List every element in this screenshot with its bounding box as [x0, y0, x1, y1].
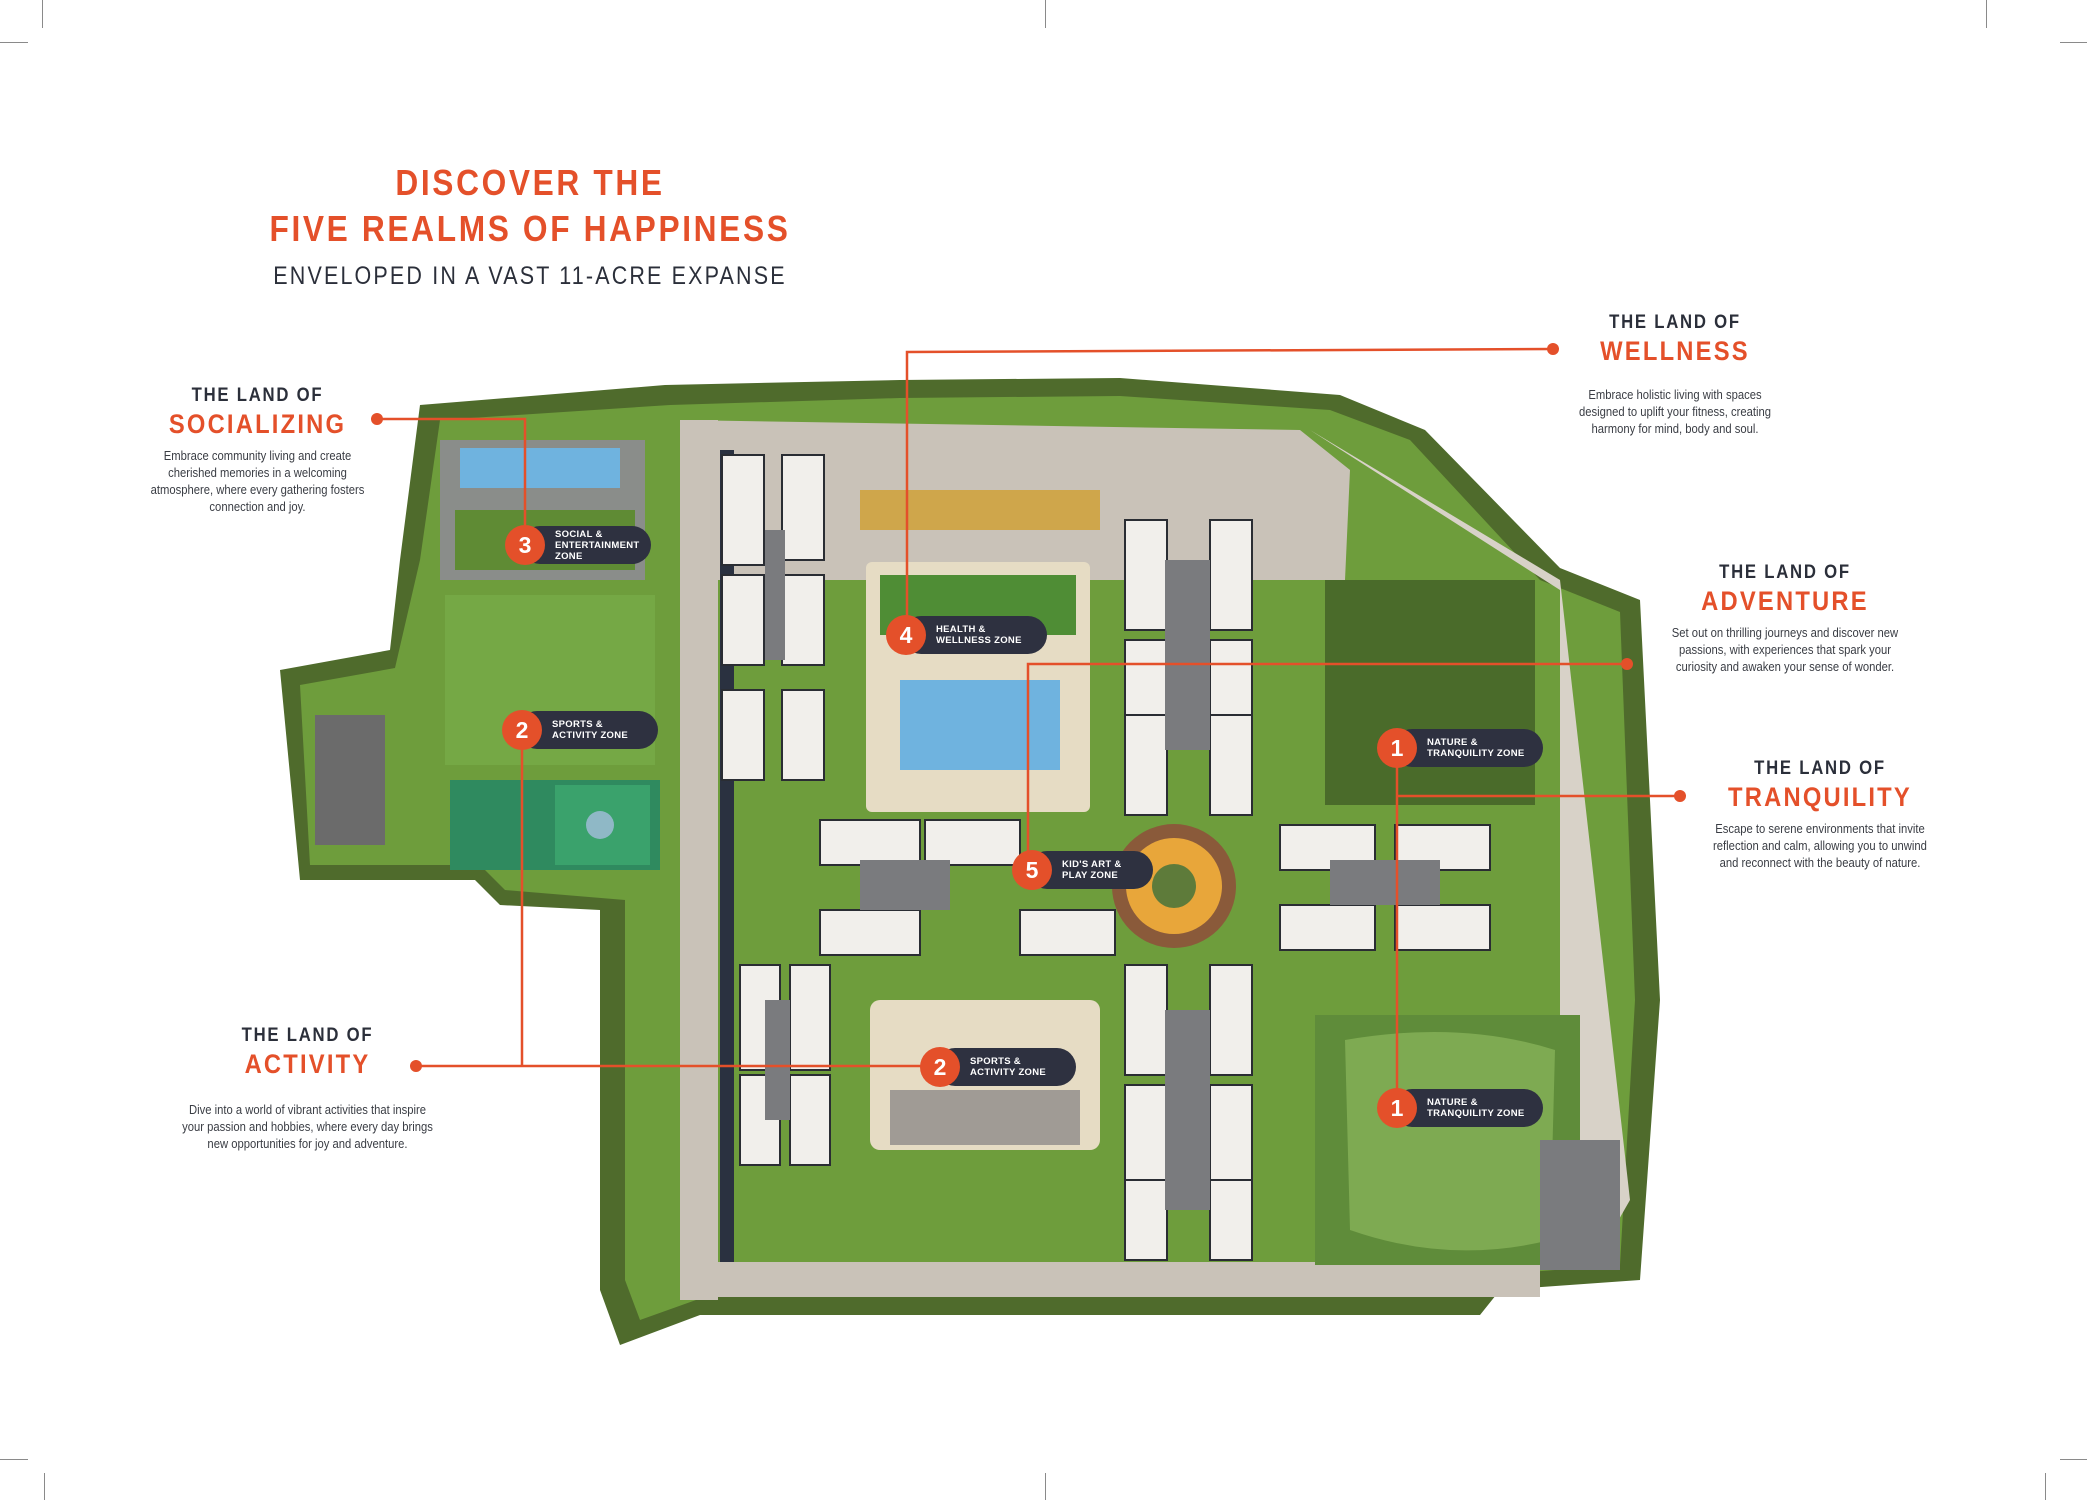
- land-prefix: THE LAND OF: [1609, 312, 1741, 333]
- land-activity: THE LAND OF ACTIVITY Dive into a world o…: [165, 1025, 450, 1153]
- zone-marker-health[interactable]: 4 HEALTH & WELLNESS ZONE: [886, 615, 1047, 655]
- zone-label: SPORTS & ACTIVITY ZONE: [552, 719, 629, 741]
- land-prefix: THE LAND OF: [1719, 562, 1851, 583]
- page-title: DISCOVER THE FIVE REALMS OF HAPPINESS EN…: [230, 160, 830, 291]
- zone-label: NATURE & TRANQUILITY ZONE: [1427, 1097, 1525, 1119]
- crop-mark: [44, 1473, 45, 1500]
- crop-mark: [2060, 42, 2087, 43]
- zone-marker-kids[interactable]: 5 KID'S ART & PLAY ZONE: [1012, 850, 1153, 890]
- land-name: TRANQUILITY: [1728, 782, 1912, 812]
- land-description: Set out on thrilling journeys and discov…: [1671, 626, 1899, 674]
- land-name: SOCIALIZING: [168, 409, 347, 439]
- zone-label: KID'S ART & PLAY ZONE: [1062, 859, 1122, 881]
- title-line-1: DISCOVER THE: [395, 162, 665, 203]
- land-description: Escape to serene environments that invit…: [1713, 822, 1927, 870]
- zone-marker-nature-north[interactable]: 1 NATURE & TRANQUILITY ZONE: [1377, 728, 1543, 768]
- zone-marker-social[interactable]: 3 SOCIAL & ENTERTAINMENT ZONE: [505, 525, 651, 565]
- crop-mark: [42, 0, 43, 28]
- zone-marker-sports-north[interactable]: 2 SPORTS & ACTIVITY ZONE: [502, 710, 658, 750]
- zone-label: HEALTH & WELLNESS ZONE: [936, 624, 1022, 646]
- land-prefix: THE LAND OF: [191, 385, 324, 406]
- zone-label-pill: NATURE & TRANQUILITY ZONE: [1393, 1089, 1543, 1127]
- land-description: Embrace community living and create cher…: [150, 449, 365, 514]
- zone-number: 3: [505, 525, 545, 565]
- zone-number: 2: [502, 710, 542, 750]
- land-name: ACTIVITY: [244, 1049, 371, 1079]
- crop-mark: [2045, 1473, 2046, 1500]
- crop-mark: [0, 42, 28, 43]
- zone-label-pill: NATURE & TRANQUILITY ZONE: [1393, 729, 1543, 767]
- zone-marker-nature-south[interactable]: 1 NATURE & TRANQUILITY ZONE: [1377, 1088, 1543, 1128]
- zone-number: 4: [886, 615, 926, 655]
- zone-number: 1: [1377, 728, 1417, 768]
- crop-mark: [1986, 0, 1987, 28]
- land-prefix: THE LAND OF: [241, 1025, 374, 1046]
- zone-label-pill: SPORTS & ACTIVITY ZONE: [518, 711, 658, 749]
- zone-label: SOCIAL & ENTERTAINMENT ZONE: [555, 528, 640, 562]
- zone-label: NATURE & TRANQUILITY ZONE: [1427, 737, 1525, 759]
- zone-number: 2: [920, 1047, 960, 1087]
- zone-label-pill: HEALTH & WELLNESS ZONE: [902, 616, 1047, 654]
- land-socializing: THE LAND OF SOCIALIZING Embrace communit…: [130, 385, 385, 516]
- land-name: ADVENTURE: [1701, 586, 1869, 616]
- land-description: Dive into a world of vibrant activities …: [182, 1103, 433, 1151]
- land-description: Embrace holistic living with spaces desi…: [1578, 388, 1771, 436]
- title-line-2: FIVE REALMS OF HAPPINESS: [269, 208, 791, 249]
- land-adventure: THE LAND OF ADVENTURE Set out on thrilli…: [1650, 562, 1920, 676]
- land-prefix: THE LAND OF: [1754, 758, 1886, 779]
- page-subtitle: ENVELOPED IN A VAST 11-ACRE EXPANSE: [273, 262, 787, 290]
- zone-number: 5: [1012, 850, 1052, 890]
- land-name: WELLNESS: [1600, 336, 1750, 366]
- land-tranquility: THE LAND OF TRANQUILITY Escape to serene…: [1690, 758, 1950, 872]
- crop-mark: [2060, 1459, 2087, 1460]
- zone-number: 1: [1377, 1088, 1417, 1128]
- crop-mark: [1045, 0, 1046, 28]
- crop-mark: [1045, 1473, 1046, 1500]
- land-wellness: THE LAND OF WELLNESS Embrace holistic li…: [1560, 312, 1790, 438]
- crop-mark: [0, 1459, 28, 1460]
- zone-label: SPORTS & ACTIVITY ZONE: [970, 1056, 1047, 1078]
- zone-marker-sports-south[interactable]: 2 SPORTS & ACTIVITY ZONE: [920, 1047, 1076, 1087]
